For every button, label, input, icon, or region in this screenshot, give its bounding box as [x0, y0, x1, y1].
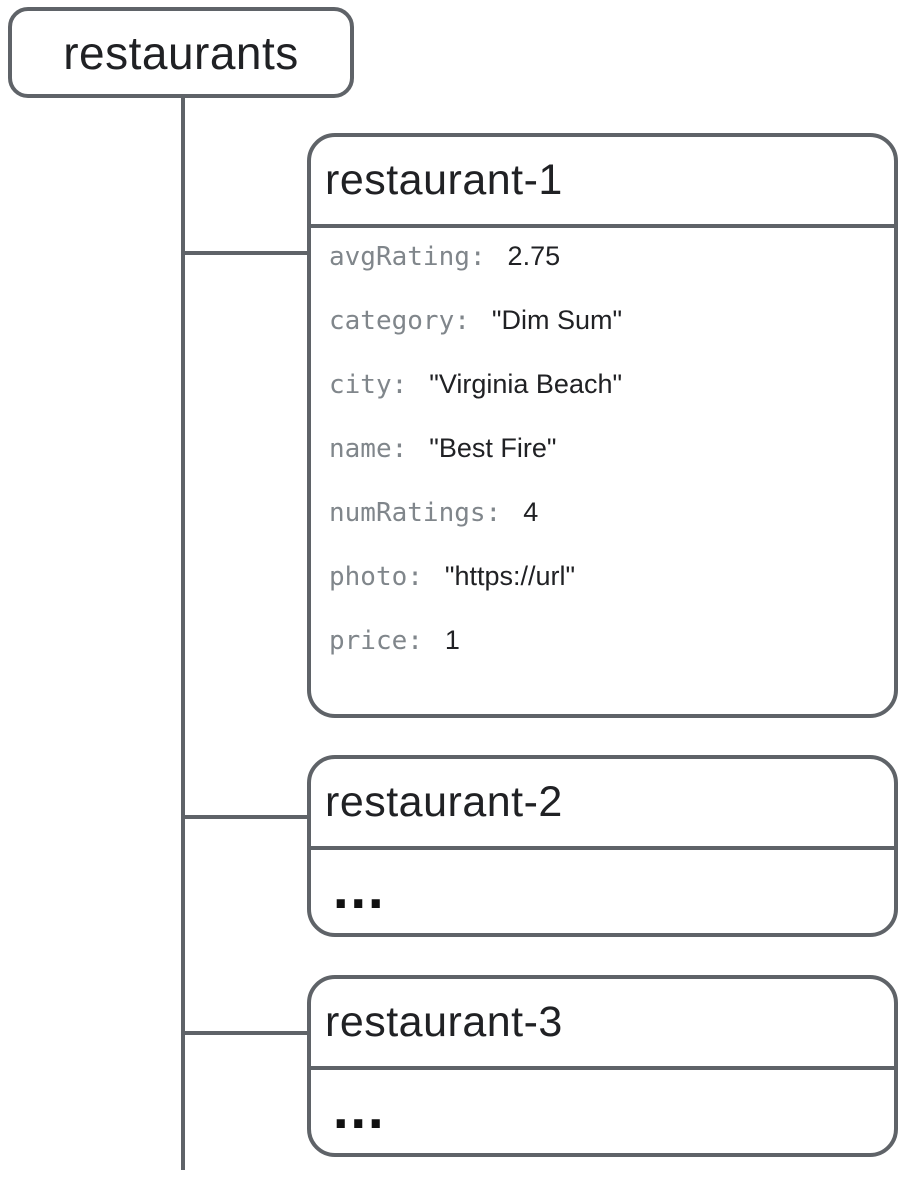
connector-line-restaurant-3 — [183, 1031, 309, 1035]
document-title: restaurant-3 — [311, 979, 894, 1070]
field-key: name: — [329, 434, 408, 464]
ellipsis-text: ... — [332, 1084, 385, 1139]
field-key: price: — [329, 626, 423, 656]
field-value: "Virginia Beach" — [429, 369, 623, 399]
field-key: avgRating: — [329, 242, 486, 272]
document-fields-collapsed: ... — [311, 1070, 894, 1153]
field-value: "https://url" — [444, 561, 576, 591]
document-card-restaurant-2: restaurant-2 ... — [307, 755, 898, 937]
document-card-restaurant-3: restaurant-3 ... — [307, 975, 898, 1157]
field-key: category: — [329, 306, 470, 336]
collection-label: restaurants — [63, 26, 299, 79]
field-value: 4 — [523, 497, 539, 527]
field-row-price: price: 1 — [329, 625, 894, 689]
document-card-restaurant-1: restaurant-1 avgRating: 2.75 category: "… — [307, 133, 898, 718]
field-row-photo: photo: "https://url" — [329, 561, 894, 625]
field-row-numRatings: numRatings: 4 — [329, 497, 894, 561]
document-title: restaurant-1 — [311, 137, 894, 228]
document-fields: avgRating: 2.75 category: "Dim Sum" city… — [311, 228, 894, 689]
tree-trunk-line — [181, 97, 185, 1170]
field-value: "Dim Sum" — [491, 305, 623, 335]
field-value: 1 — [444, 625, 460, 655]
field-key: photo: — [329, 562, 423, 592]
field-row-avgRating: avgRating: 2.75 — [329, 241, 894, 305]
field-row-category: category: "Dim Sum" — [329, 305, 894, 369]
ellipsis-text: ... — [332, 864, 385, 919]
collection-node: restaurants — [8, 7, 354, 98]
connector-line-restaurant-1 — [183, 251, 309, 255]
field-row-city: city: "Virginia Beach" — [329, 369, 894, 433]
field-key: city: — [329, 370, 408, 400]
field-value: "Best Fire" — [429, 433, 557, 463]
document-title: restaurant-2 — [311, 759, 894, 850]
field-key: numRatings: — [329, 498, 502, 528]
document-fields-collapsed: ... — [311, 850, 894, 933]
field-row-name: name: "Best Fire" — [329, 433, 894, 497]
field-value: 2.75 — [507, 241, 561, 271]
connector-line-restaurant-2 — [183, 815, 309, 819]
